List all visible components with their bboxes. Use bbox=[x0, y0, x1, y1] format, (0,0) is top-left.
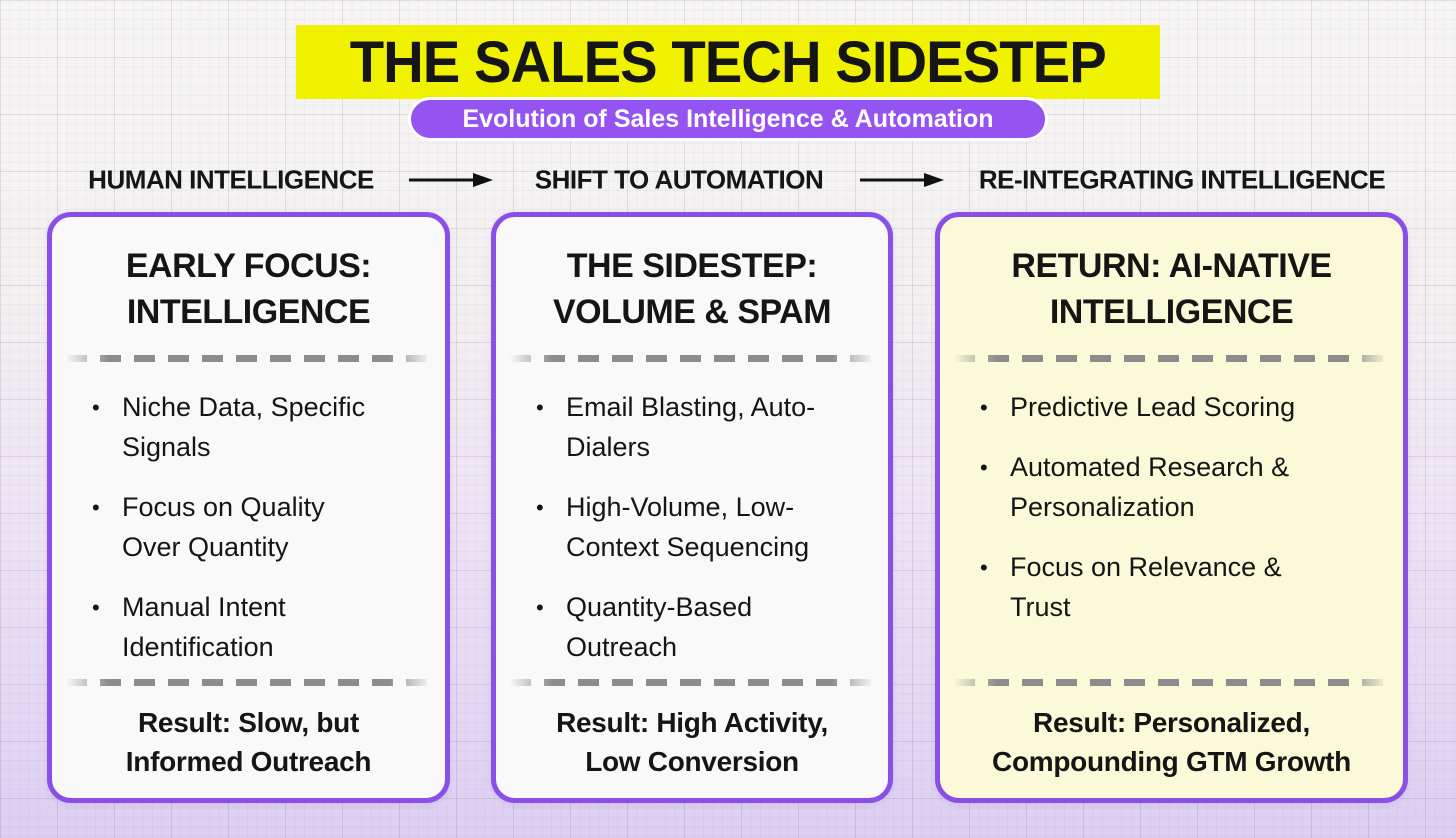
bullet-text: Email Blasting, Auto- Dialers bbox=[566, 392, 816, 462]
card-title: EARLY FOCUS: INTELLIGENCE bbox=[125, 246, 372, 331]
page-subtitle: Evolution of Sales Intelligence & Automa… bbox=[462, 104, 994, 133]
arrow-right-icon bbox=[860, 173, 944, 187]
subtitle-pill: Evolution of Sales Intelligence & Automa… bbox=[408, 97, 1048, 141]
bullet-dot-icon: • bbox=[92, 594, 100, 620]
stage-label-human-intelligence: HUMAN INTELLIGENCE bbox=[88, 164, 374, 195]
bullet-text: Manual Intent Identification bbox=[122, 591, 286, 662]
dashed-divider bbox=[510, 355, 874, 362]
list-item: • Focus on Quality Over Quantity bbox=[92, 488, 419, 568]
bullet-list: • Predictive Lead Scoring • Automated Re… bbox=[940, 362, 1403, 679]
bullet-dot-icon: • bbox=[536, 494, 544, 520]
list-item: • Automated Research & Personalization bbox=[980, 448, 1377, 528]
list-item: • Manual Intent Identification bbox=[92, 588, 419, 668]
bullet-text: Focus on Relevance & Trust bbox=[1010, 551, 1282, 622]
card-early-focus-intelligence: EARLY FOCUS: INTELLIGENCE • Niche Data, … bbox=[47, 212, 450, 803]
list-item: • Email Blasting, Auto- Dialers bbox=[536, 388, 862, 468]
bullet-list: • Niche Data, Specific Signals • Focus o… bbox=[52, 362, 445, 679]
bullet-dot-icon: • bbox=[536, 395, 544, 420]
stage-label-shift-to-automation: SHIFT TO AUTOMATION bbox=[534, 164, 824, 195]
card-result: Result: High Activity, Low Conversion bbox=[556, 706, 828, 777]
title-highlight-band: THE SALES TECH SIDESTEP bbox=[296, 25, 1160, 99]
page-title: THE SALES TECH SIDESTEP bbox=[349, 29, 1107, 95]
dashed-divider bbox=[954, 679, 1389, 686]
bullet-text: Focus on Quality Over Quantity bbox=[122, 491, 325, 562]
bullet-dot-icon: • bbox=[980, 454, 988, 480]
dashed-divider bbox=[66, 355, 431, 362]
dashed-divider bbox=[954, 355, 1389, 362]
bullet-dot-icon: • bbox=[980, 554, 988, 580]
list-item: • High-Volume, Low- Context Sequencing bbox=[536, 488, 862, 568]
bullet-text: Automated Research & Personalization bbox=[1010, 451, 1290, 522]
list-item: • Predictive Lead Scoring bbox=[980, 388, 1377, 428]
bullet-dot-icon: • bbox=[980, 395, 988, 420]
card-return-ai-native-intelligence: RETURN: AI-NATIVE INTELLIGENCE • Predict… bbox=[935, 212, 1408, 803]
card-result: Result: Slow, but Informed Outreach bbox=[125, 706, 372, 777]
card-sidestep-volume-spam: THE SIDESTEP: VOLUME & SPAM • Email Blas… bbox=[491, 212, 893, 803]
list-item: • Focus on Relevance & Trust bbox=[980, 548, 1377, 628]
bullet-list: • Email Blasting, Auto- Dialers • High-V… bbox=[496, 362, 888, 679]
card-result: Result: Personalized, Compounding GTM Gr… bbox=[992, 706, 1351, 777]
list-item: • Quantity-Based Outreach bbox=[536, 588, 862, 668]
card-title: THE SIDESTEP: VOLUME & SPAM bbox=[552, 246, 832, 331]
card-title: RETURN: AI-NATIVE INTELLIGENCE bbox=[1011, 246, 1332, 331]
stage-label-reintegrating-intelligence: RE-INTEGRATING INTELLIGENCE bbox=[978, 164, 1386, 195]
bullet-dot-icon: • bbox=[536, 594, 544, 620]
bullet-text: Niche Data, Specific Signals bbox=[122, 392, 366, 462]
bullet-text: High-Volume, Low- Context Sequencing bbox=[566, 491, 810, 562]
list-item: • Niche Data, Specific Signals bbox=[92, 388, 419, 468]
bullet-dot-icon: • bbox=[92, 494, 100, 520]
bullet-dot-icon: • bbox=[92, 395, 100, 420]
arrow-right-icon bbox=[409, 173, 493, 187]
dashed-divider bbox=[66, 679, 431, 686]
bullet-text: Quantity-Based Outreach bbox=[566, 591, 753, 662]
dashed-divider bbox=[510, 679, 874, 686]
bullet-text: Predictive Lead Scoring bbox=[1010, 392, 1296, 422]
